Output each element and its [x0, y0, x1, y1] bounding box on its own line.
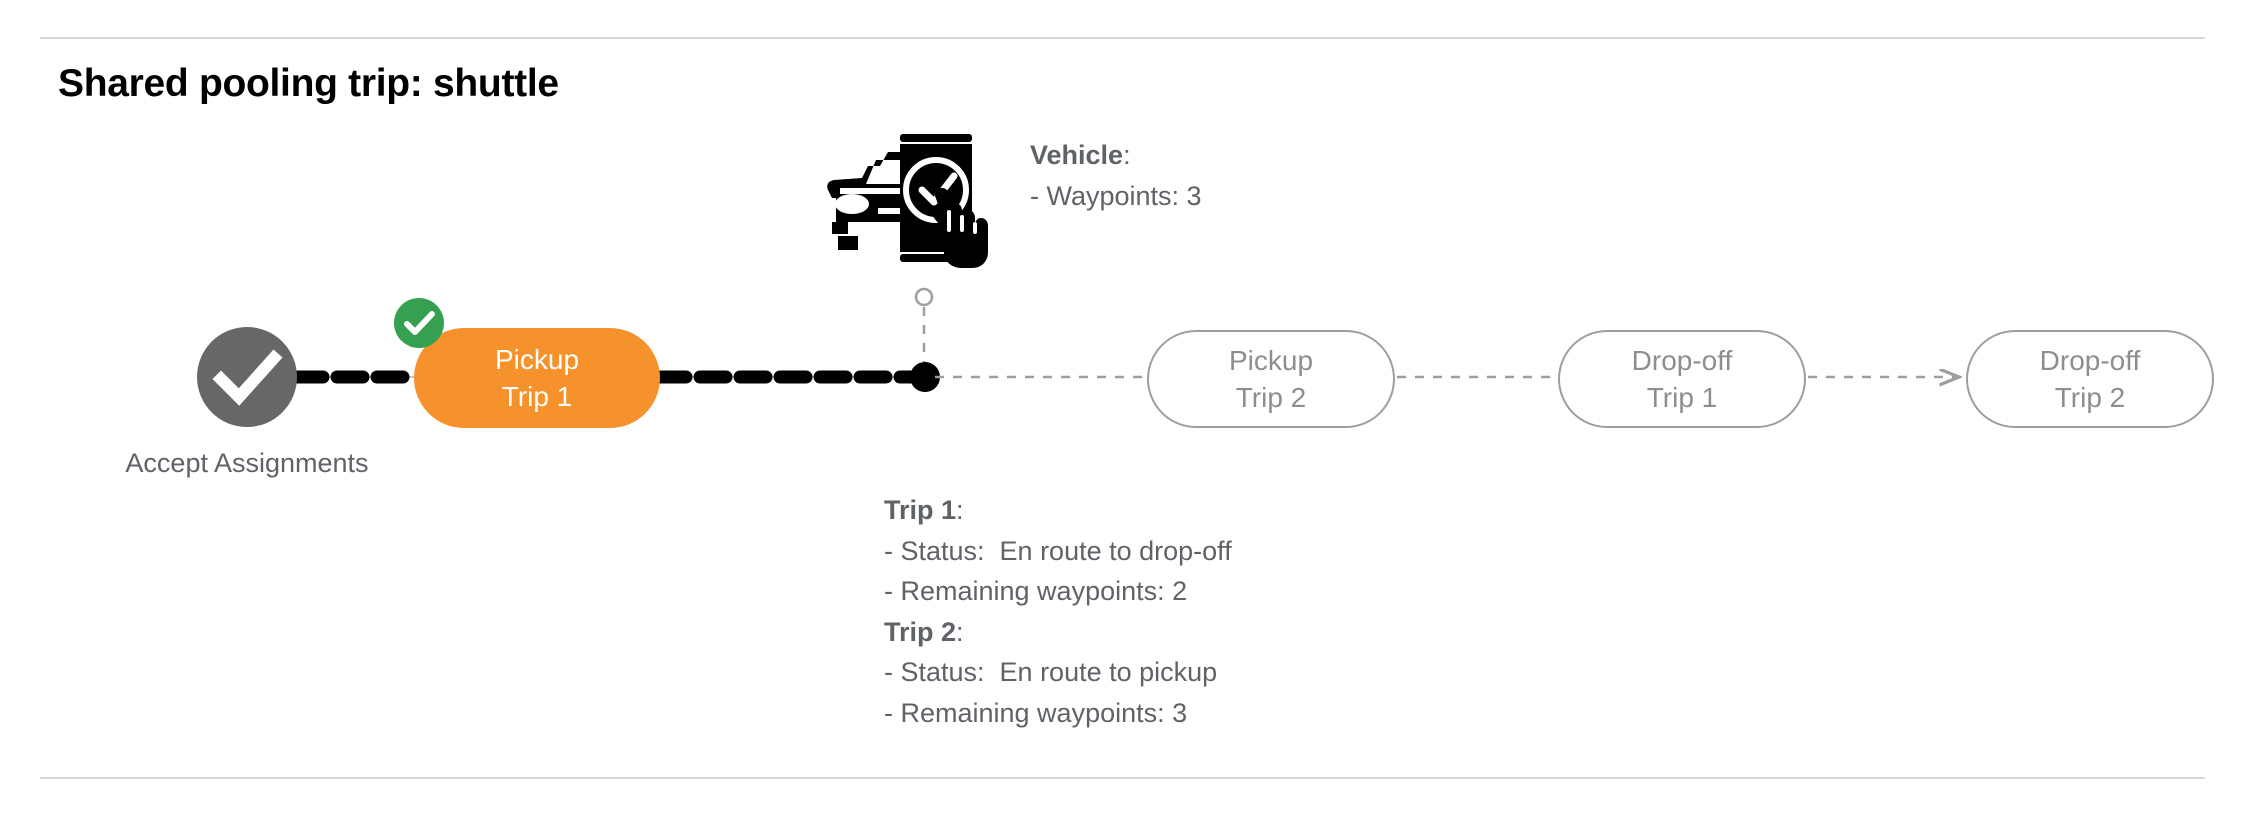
node-pickup-trip-2[interactable]: Pickup Trip 2 [1147, 330, 1395, 428]
vehicle-app-checkmark-icon [818, 122, 988, 272]
trip-2-heading-colon: : [956, 616, 964, 647]
node-pickup-trip-1[interactable]: Pickup Trip 1 [414, 328, 660, 428]
node-pickup-trip-2-line2: Trip 2 [1235, 382, 1307, 413]
completed-check-icon [394, 298, 444, 348]
trip-1-waypoints-line: - Remaining waypoints: 2 [884, 576, 1188, 606]
vehicle-annotation-heading-text: Vehicle [1030, 140, 1124, 170]
node-dropoff-trip-2-line1: Drop-off [2039, 345, 2141, 376]
node-dropoff-trip-2-line2: Trip 2 [2054, 382, 2126, 413]
trips-annotation: Trip 1: - Status: En route to drop-off -… [884, 490, 1232, 733]
trip-1-heading: Trip 1: [884, 490, 1232, 531]
start-node-accept-assignments[interactable] [197, 327, 297, 427]
node-dropoff-trip-1-line2: Trip 1 [1646, 382, 1718, 413]
trip-2-heading: Trip 2: [884, 612, 1232, 653]
top-divider [40, 37, 2205, 39]
node-dropoff-trip-2[interactable]: Drop-off Trip 2 [1966, 330, 2214, 428]
current-vehicle-position-dot [910, 362, 940, 392]
trip-1-heading-text: Trip 1 [884, 495, 957, 525]
vehicle-annotation-line-waypoints: - Waypoints: 3 [1030, 181, 1202, 211]
node-dropoff-trip-1[interactable]: Drop-off Trip 1 [1558, 330, 1806, 428]
vehicle-leader-circle [914, 287, 934, 307]
trip-1-status-line: - Status: En route to drop-off [884, 535, 1232, 566]
vehicle-annotation: Vehicle: - Waypoints: 3 [1030, 135, 1202, 217]
start-node-label: Accept Assignments [107, 443, 387, 484]
node-pickup-trip-2-line1: Pickup [1228, 345, 1314, 376]
bottom-divider [40, 777, 2205, 779]
trip-2-status-line: - Status: En route to pickup [884, 657, 1218, 687]
page-title: Shared pooling trip: shuttle [58, 62, 559, 105]
trip-2-waypoints-line: - Remaining waypoints: 3 [884, 697, 1188, 728]
trip-1-heading-colon: : [956, 495, 964, 525]
start-node-label-line1: Accept [125, 448, 208, 478]
node-pickup-trip-1-line1: Pickup [494, 344, 580, 375]
node-dropoff-trip-1-line1: Drop-off [1631, 345, 1733, 376]
start-node-label-line2: Assignments [213, 448, 369, 478]
trip-2-heading-text: Trip 2 [884, 616, 957, 647]
check-circle-icon [212, 349, 283, 406]
vehicle-annotation-heading-colon: : [1123, 140, 1131, 170]
node-pickup-trip-1-line2: Trip 1 [501, 381, 573, 412]
vehicle-annotation-heading: Vehicle: [1030, 135, 1202, 176]
